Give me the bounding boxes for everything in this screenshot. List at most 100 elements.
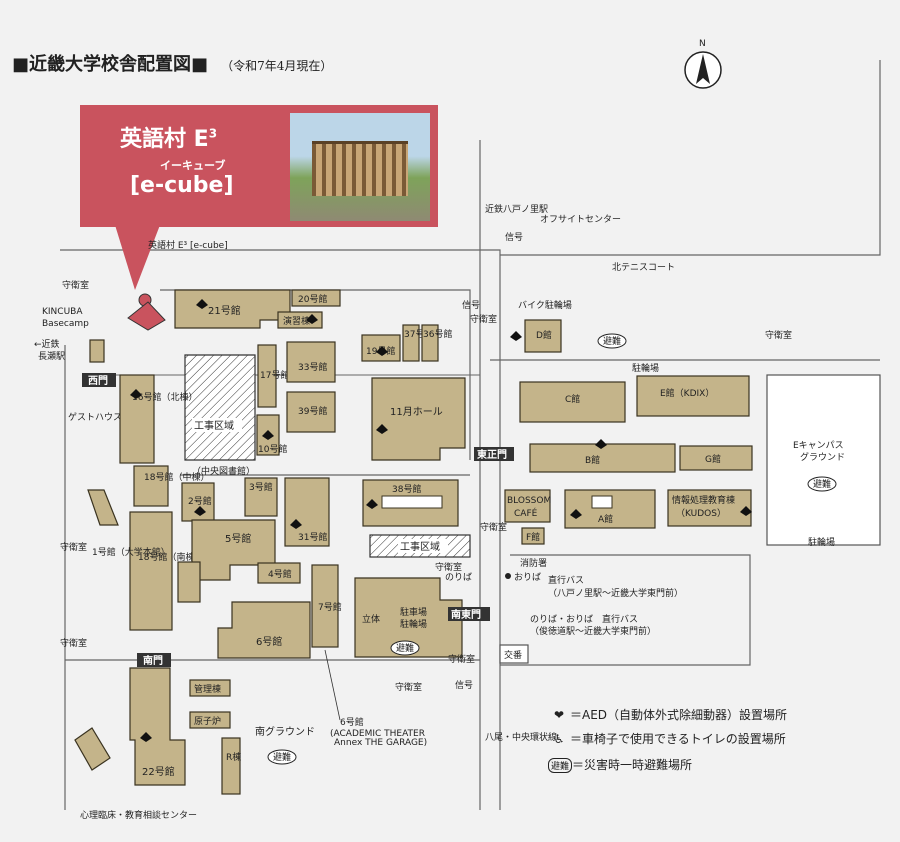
guard-se-label: 守衛室 <box>435 561 462 573</box>
bus2-route-label: （俊徳道駅～近畿大学東門前） <box>530 625 656 637</box>
aed-icon: ❤ <box>553 708 565 722</box>
construction-1-label-bg <box>192 418 242 432</box>
construction-1-label: 工事区域 <box>194 419 234 432</box>
building-16-north-label: 16号館（北棟） <box>132 391 197 403</box>
evac-marker-east <box>807 476 837 492</box>
main-gate <box>474 447 514 461</box>
chuo-road-label: 八尾・中央環状線 <box>485 731 557 743</box>
guard-ce-label: 守衛室 <box>480 521 507 533</box>
parking-label: 駐車場 <box>400 606 427 618</box>
legend-aed-text: ＝AED（自動体外式除細動器）設置場所 <box>570 708 788 722</box>
building-6 <box>217 601 311 659</box>
oriba-marker <box>505 573 511 579</box>
southeast-gate <box>448 607 490 621</box>
north-arrow-icon <box>696 54 710 84</box>
building-7-label: 7号館 <box>318 601 342 613</box>
building-39-label: 39号館 <box>298 405 327 417</box>
building-31 <box>284 477 330 547</box>
ecube-photo <box>290 113 430 221</box>
building-21 <box>174 289 291 329</box>
ecube-name: 英語村 E3 <box>120 121 217 153</box>
building-3-label: 3号館 <box>249 481 273 493</box>
building-4 <box>257 562 301 584</box>
basecamp-label: Basecamp <box>42 319 89 329</box>
library-label: （中央図書館） <box>192 465 255 477</box>
guard-s2-label: 守衛室 <box>448 653 475 665</box>
evac-marker-parking <box>390 640 420 656</box>
building-1-label: 1号館（大学本館） <box>92 546 170 558</box>
guard-west-label: 守衛室 <box>60 541 87 553</box>
building-D-label: D館 <box>536 329 552 341</box>
evac-marker-north <box>597 333 627 349</box>
callout-pointer <box>115 225 160 290</box>
building-6-garage-label: 6号館 <box>340 716 364 728</box>
engeki-label: 演習棟 <box>283 315 310 327</box>
parking-bottom-label: 駐輪場 <box>808 536 835 548</box>
building-20-label: 20号館 <box>298 293 327 305</box>
ecube-sup: 3 <box>208 126 218 141</box>
koban-label: 交番 <box>504 649 522 661</box>
ecube-callout[interactable]: 英語村 E3 イーキューブ [e-cube] <box>80 105 438 227</box>
legend-evac: 避難＝災害時一時避難場所 <box>548 756 692 773</box>
building-38-court <box>381 495 443 509</box>
building-E-label: E館（KDIX） <box>660 387 714 399</box>
building-33-label: 33号館 <box>298 361 327 373</box>
west-gate-label: 西門 <box>88 375 108 387</box>
signal-n-label: 信号 <box>462 299 480 311</box>
signal-top-label: 信号 <box>505 231 523 243</box>
bus1-route-label: （八戸ノ里駅～近畿大学東門前） <box>548 587 683 599</box>
blossom-cafe <box>504 489 551 523</box>
building-2-label: 2号館 <box>188 495 212 507</box>
southeast-gate-label: 南東門 <box>451 608 481 621</box>
e-campus-label: Eキャンパス <box>793 440 844 451</box>
kincuba-label: KINCUBA <box>42 307 83 317</box>
guard-e2-label: 守衛室 <box>765 329 792 341</box>
main-gate-label: 東正門 <box>477 448 507 461</box>
signal-s-label: 信号 <box>455 679 473 691</box>
building-39 <box>286 391 336 433</box>
guard-e1-label: 守衛室 <box>470 313 497 325</box>
building-18-center-label: 18号館（中棟） <box>144 471 209 483</box>
nagase-label-2: 長瀬駅 <box>38 350 65 362</box>
wheelchair-toilet-icon: ♿ <box>553 732 565 746</box>
nagase-label-1: ←近鉄 <box>34 338 60 350</box>
shinri-building <box>74 727 111 771</box>
legend-toilet-text: ＝車椅子で使用できるトイレの設置場所 <box>570 732 786 746</box>
aed-icons <box>130 299 752 742</box>
building-F-label: F館 <box>526 531 540 543</box>
cafe-label: CAFÉ <box>514 507 538 519</box>
building-20 <box>291 289 341 307</box>
building-G <box>679 445 753 471</box>
genshiro-label: 原子炉 <box>194 715 221 727</box>
bus1-label: 直行バス <box>548 574 584 586</box>
north-label: N <box>699 39 706 49</box>
building-10-label: 10号館 <box>258 443 287 455</box>
ecube-photo-structure <box>312 141 408 196</box>
theater-leader <box>324 649 341 721</box>
building-A-court <box>591 495 613 509</box>
info-label-2: （KUDOS） <box>676 508 726 519</box>
building-D <box>524 319 562 353</box>
map-header: ■近畿大学校舎配置図■ （令和7年4月現在） <box>12 50 332 76</box>
building-2 <box>181 482 215 522</box>
building-C <box>519 381 626 423</box>
blossom-label: BLOSSOM <box>507 496 551 506</box>
building-33 <box>286 341 336 383</box>
building-4-label: 4号館 <box>268 568 292 580</box>
parking-top-label: 駐輪場 <box>632 362 659 374</box>
building-F <box>521 527 545 545</box>
theater-label-2: Annex THE GARAGE) <box>334 738 427 748</box>
north-court-label: 北テニスコート <box>612 262 675 273</box>
evac-north-label: 避難 <box>603 335 621 347</box>
building-5-annex <box>177 561 201 603</box>
building-38-label: 38号館 <box>392 483 421 495</box>
building-6-label: 6号館 <box>256 635 282 648</box>
building-18-south <box>129 511 173 631</box>
info-building <box>667 489 752 527</box>
building-7 <box>311 564 339 648</box>
south-gate <box>137 653 171 667</box>
building-22-label: 22号館 <box>142 765 175 778</box>
bicycle-parking-label: 駐輪場 <box>400 618 427 630</box>
genshiro-building <box>189 711 231 729</box>
south-gate-label: 南門 <box>143 654 163 667</box>
